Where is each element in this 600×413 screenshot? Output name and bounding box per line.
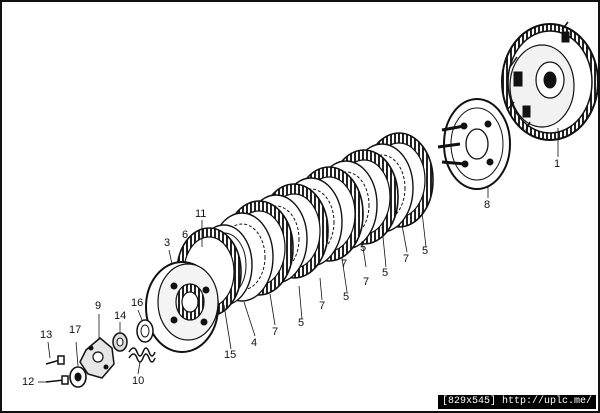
lifter-bearing — [69, 366, 87, 388]
callout-1: 1 — [554, 158, 561, 170]
callout-12: 12 — [22, 376, 35, 388]
pressure-plate — [437, 98, 511, 190]
callout-7: 7 — [319, 300, 326, 312]
callout-3: 3 — [164, 237, 171, 249]
callout-6: 6 — [182, 229, 189, 241]
callout-14: 14 — [114, 310, 127, 322]
callout-15: 15 — [224, 349, 237, 361]
clutch-outer-housing — [501, 21, 598, 141]
bolt-short — [45, 375, 69, 385]
clutch-spring — [128, 347, 156, 363]
callout-7: 7 — [272, 326, 279, 338]
callout-5: 5 — [382, 267, 389, 279]
callout-5: 5 — [298, 317, 305, 329]
callout-16: 16 — [131, 297, 144, 309]
callout-7: 7 — [341, 258, 348, 270]
callout-5: 5 — [422, 245, 429, 257]
callout-7: 7 — [403, 253, 410, 265]
callout-17: 17 — [69, 324, 82, 336]
callout-4: 4 — [251, 337, 258, 349]
image-size-watermark: [829x545] http://uplc.me/ — [437, 395, 596, 409]
washer — [136, 319, 154, 343]
callout-13: 13 — [40, 329, 53, 341]
clutch-center-hub — [145, 261, 219, 353]
lifter-plate — [79, 337, 115, 379]
callout-11: 11 — [195, 208, 207, 220]
callout-5: 5 — [343, 291, 350, 303]
callout-9: 9 — [95, 300, 102, 312]
leader-lines — [38, 128, 559, 383]
callout-10: 10 — [132, 375, 145, 387]
callout-5: 5 — [360, 242, 367, 254]
callout-8: 8 — [484, 199, 491, 211]
lock-nut — [112, 332, 128, 352]
callout-7: 7 — [363, 276, 370, 288]
clutch-plate-stack — [176, 132, 434, 317]
bolt — [45, 355, 65, 365]
